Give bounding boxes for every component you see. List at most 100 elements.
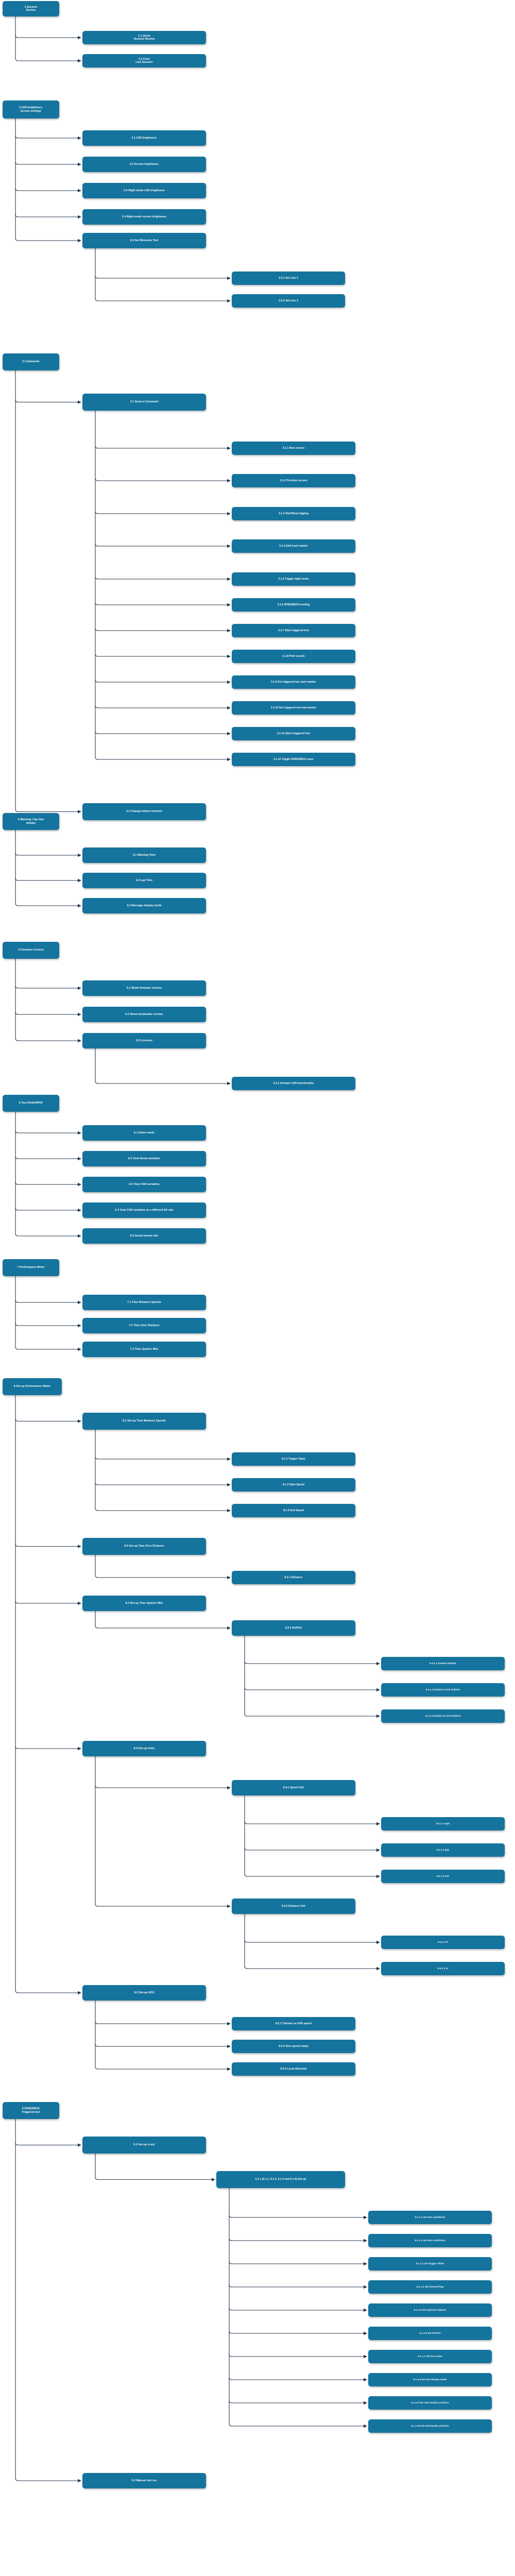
node-n2_1[interactable]: 2.1 LED brightness	[82, 130, 206, 146]
node-n2_5[interactable]: 2.5 Set Welcome Text	[82, 233, 206, 248]
arrowhead-icon	[227, 577, 231, 581]
node-n3_1_7[interactable]: 3.1.7 Start triggered test	[232, 624, 355, 637]
node-n3_1_11[interactable]: 3.1.11 Abort triggered test	[232, 727, 355, 740]
node-n6[interactable]: 6 Test DASH4PRO	[3, 1095, 59, 1112]
node-n2_4[interactable]: 2.4 Night mode screen brightness	[82, 209, 206, 225]
node-n9_1_x_3[interactable]: 9.1.x.3 Set trigger offset	[368, 2257, 492, 2270]
node-n3_1_8[interactable]: 3.1.8 Print results	[232, 650, 355, 663]
node-n4[interactable]: 4 Warning / lap time display	[3, 813, 59, 830]
arrowhead-icon	[227, 1457, 231, 1461]
edge-connector	[95, 1456, 228, 1460]
node-n3_1_3[interactable]: 3.1.3 Start/Stop logging	[232, 507, 355, 520]
node-n4_3[interactable]: 4.3 Message display mode	[82, 898, 206, 913]
node-n8_3_1_1[interactable]: 8.3.1.1 Disable RollOut	[381, 1657, 505, 1670]
node-n3_1_4[interactable]: 3.1.4 Add track marker	[232, 539, 355, 553]
node-n1[interactable]: 1 Session Review	[3, 1, 59, 16]
node-n6_1[interactable]: 6.1 Demo mode	[82, 1125, 206, 1141]
node-n3_1[interactable]: 3.1 Send a Command	[82, 394, 206, 411]
node-n5[interactable]: 5 Firmware Control	[3, 942, 59, 959]
edge-connector	[95, 2066, 228, 2070]
node-n7_1[interactable]: 7.1 Time Between Speeds	[82, 1295, 206, 1310]
node-n7_2[interactable]: 7.2 Time Over Distance	[82, 1318, 206, 1333]
node-n8_1_3[interactable]: 8.1.3 End Speed	[232, 1504, 355, 1517]
node-n2_3[interactable]: 2.3 Night mode LED brightness	[82, 183, 206, 198]
node-n5_1[interactable]: 5.1 Show firmware version	[82, 980, 206, 996]
node-n9_1[interactable]: 9.1 Set-up a test	[82, 2137, 206, 2154]
node-n5_2[interactable]: 5.2 Show bootloader version	[82, 1007, 206, 1022]
node-n6_3[interactable]: 6.3 View CAN variables	[82, 1177, 206, 1192]
node-n8_3[interactable]: 8.3 Set-up Time Quarter Mile	[82, 1596, 206, 1611]
node-n9_2[interactable]: 9.2 Manual test run	[82, 2473, 206, 2488]
node-n3_1_9[interactable]: 3.1.9 Set triggered test start marker	[232, 675, 355, 689]
node-n8_2_1[interactable]: 8.2.1 Distance	[232, 1571, 355, 1584]
node-n8_5_3[interactable]: 8.5.3 Local Altentiod	[232, 2062, 355, 2076]
node-n3_2[interactable]: 3.2 Change button function	[82, 803, 206, 820]
node-n3_1_5[interactable]: 3.1.5 Toggle night mode	[232, 572, 355, 586]
node-n2_5_2[interactable]: 2.5.2 Set Line 2	[232, 294, 345, 308]
node-n3[interactable]: 3 Commands	[3, 353, 59, 370]
node-n9_1_x_5[interactable]: 9.1.x.5 Set optional outputs	[368, 2303, 492, 2317]
edge-connector	[95, 511, 228, 514]
node-n5_3_1[interactable]: 5.3.1 Activate CAN functionality	[232, 1077, 355, 1090]
node-n4_1[interactable]: 4.1 Warning Time	[82, 848, 206, 863]
arrowhead-icon	[227, 757, 231, 761]
node-n9_1_x_6[interactable]: 9.1.x.6 Set NOTES	[368, 2327, 492, 2340]
node-n3_1_10[interactable]: 3.1.10 Set triggered test end marker	[232, 701, 355, 715]
node-n9_1_x_7[interactable]: 9.1.x.7 Set test name	[368, 2350, 492, 2363]
node-n8_1_2[interactable]: 8.1.2 Start Speed	[232, 1478, 355, 1492]
edge-connector	[95, 1482, 228, 1485]
node-n7[interactable]: 7 Performance Meter	[3, 1259, 59, 1276]
node-n3_1_6[interactable]: 3.1.6 SPEEDBOX leveling	[232, 598, 355, 612]
node-n9[interactable]: 9 SPEEDBOX Triggered test	[3, 2102, 59, 2119]
node-n6_4[interactable]: 6.4 View CAN variables at a different bi…	[82, 1202, 206, 1218]
node-n6_5[interactable]: 6.5 Serial stream info	[82, 1228, 206, 1244]
node-n9_1_x[interactable]: 9.1.x (9.1.1, 9.1.2, 9.1.3 and 9.1.4) Se…	[216, 2171, 345, 2188]
edge-connector	[15, 1038, 78, 1041]
node-n9_1_x_9[interactable]: 9.1.x.9 Set start marker position	[368, 2396, 492, 2410]
node-n8_1_1[interactable]: 8.1.1 Trigger Value	[232, 1452, 355, 1466]
node-n3_1_1[interactable]: 3.1.1 Next screen	[232, 442, 355, 455]
node-n8_4_1_3[interactable]: 8.4.1.3 m/s	[381, 1870, 505, 1883]
node-n9_1_x_4[interactable]: 9.1.x.4 Set internal flag	[368, 2280, 492, 2294]
node-n8_3_1[interactable]: 8.3.1 RollOut	[232, 1620, 355, 1636]
node-n8_2[interactable]: 8.2 Set-up Time Over Distance	[82, 1538, 206, 1555]
node-n8_4_1[interactable]: 8.4.1 Speed Unit	[232, 1780, 355, 1795]
node-n2_5_1[interactable]: 2.5.1 Set Line 1	[232, 272, 345, 285]
node-n9_1_x_8[interactable]: 9.1.x.8 Set live display mode	[368, 2373, 492, 2386]
node-n8_4[interactable]: 8.4 Set-up Units	[82, 1741, 206, 1756]
node-n8_5[interactable]: 8.5 Set-up GPS	[82, 1985, 206, 2001]
node-n5_3[interactable]: 5.3 Licenses	[82, 1033, 206, 1048]
node-n8_5_2[interactable]: 8.5.2 Zero speed clamp	[232, 2040, 355, 2053]
node-n8[interactable]: 8 Set-up Performance Meter	[3, 1378, 62, 1395]
node-n2_2[interactable]: 2.2 Screen brightness	[82, 157, 206, 172]
node-n8_4_2[interactable]: 8.4.2 Distance Unit	[232, 1899, 355, 1914]
node-n1_2[interactable]: 1.2 Clear Last Session	[82, 54, 206, 67]
node-n4_2[interactable]: 4.2 Lap Time	[82, 873, 206, 888]
node-n8_4_2_2[interactable]: 8.4.2.2 m	[381, 1962, 505, 1975]
node-n6_2[interactable]: 6.2 View Serial variables	[82, 1151, 206, 1166]
node-n8_4_1_2[interactable]: 8.4.1.2 kph	[381, 1843, 505, 1857]
arrowhead-icon	[78, 215, 81, 219]
edge-connector	[95, 1785, 228, 1788]
arrowhead-icon	[227, 1509, 231, 1513]
edge-connector	[95, 705, 228, 708]
node-n8_4_2_1[interactable]: 8.4.2.1 ft	[381, 1936, 505, 1949]
arrowhead-icon	[376, 1940, 380, 1944]
node-n8_3_1_2[interactable]: 8.3.1.2 Enable 8-inch RollOut	[381, 1683, 505, 1697]
node-n7_3[interactable]: 7.3 Time Quarter Mile	[82, 1342, 206, 1357]
arrowhead-icon	[78, 986, 81, 990]
node-n8_4_1_1[interactable]: 8.4.1.1 mph	[381, 1817, 505, 1831]
node-n8_1[interactable]: 8.1 Set-up Time Between Speeds	[82, 1413, 206, 1430]
arrowhead-icon	[78, 1234, 81, 1238]
node-n9_1_x_1[interactable]: 9.1.x.1 Set test conditions	[368, 2211, 492, 2224]
node-n9_1_x_2[interactable]: 9.1.x.2 Set test conditions	[368, 2234, 492, 2247]
arrowhead-icon	[227, 1575, 231, 1580]
node-n2[interactable]: 2 LED brightness, Screen settings	[3, 100, 59, 118]
edge-connector	[15, 1156, 78, 1159]
node-n8_5_1[interactable]: 8.5.1 Tolerant on GPS speed	[232, 2017, 355, 2030]
node-n3_1_2[interactable]: 3.1.2 Previous screen	[232, 474, 355, 487]
node-n9_1_x_10[interactable]: 9.1.x.10 Set end marker position	[368, 2419, 492, 2433]
node-n1_1[interactable]: 1.1 Quick Session Review	[82, 31, 206, 44]
node-n3_1_12[interactable]: 3.1.12 Toggle SPEEDBOX Laser	[232, 753, 355, 766]
node-n8_3_1_3[interactable]: 8.3.1.3 Enable 12-inch RollOut	[381, 1709, 505, 1723]
